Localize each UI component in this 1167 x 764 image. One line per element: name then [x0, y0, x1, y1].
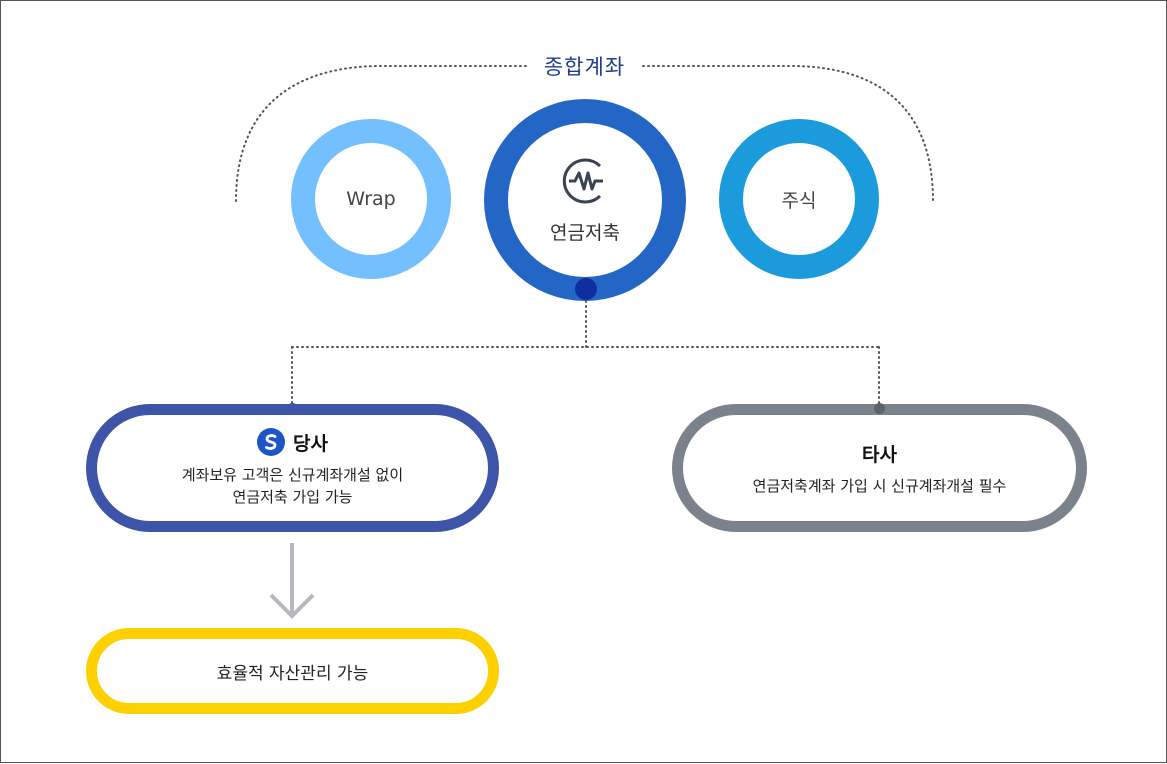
- stock-circle: 주식: [719, 119, 879, 279]
- ours-heading: 당사: [257, 428, 328, 456]
- account-arc-right: [642, 65, 934, 202]
- ours-title: 당사: [293, 432, 328, 455]
- ours-box: 당사 계좌보유 고객은 신규계좌개설 없이 연금저축 가입 가능: [86, 404, 499, 532]
- pension-label: 연금저축: [550, 221, 620, 244]
- ours-node-dot: [287, 403, 298, 414]
- arrow-down-icon: [269, 543, 315, 619]
- ours-desc-line1: 계좌보유 고객은 신규계좌개설 없이: [181, 466, 404, 484]
- diagram-title: 종합계좌: [543, 55, 626, 79]
- wrap-circle: Wrap: [291, 119, 451, 279]
- pension-wave-icon: [562, 158, 603, 203]
- wrap-label: Wrap: [346, 188, 396, 210]
- other-title: 타사: [862, 443, 897, 466]
- other-box: 타사 연금저축계좌 가입 시 신규계좌개설 필수: [672, 404, 1087, 532]
- other-desc: 연금저축계좌 가입 시 신규계좌개설 필수: [752, 476, 1007, 495]
- shinhan-logo-icon: [257, 428, 286, 456]
- pension-circle: 연금저축: [484, 99, 686, 301]
- stock-label: 주식: [781, 189, 817, 212]
- result-box: 효율적 자산관리 가능: [86, 628, 499, 714]
- other-heading: 타사: [862, 440, 897, 467]
- result-text: 효율적 자산관리 가능: [216, 663, 369, 684]
- pension-node-dot: [575, 278, 597, 300]
- other-node-dot: [874, 403, 885, 414]
- ours-desc-line2: 연금저축 가입 가능: [232, 488, 353, 506]
